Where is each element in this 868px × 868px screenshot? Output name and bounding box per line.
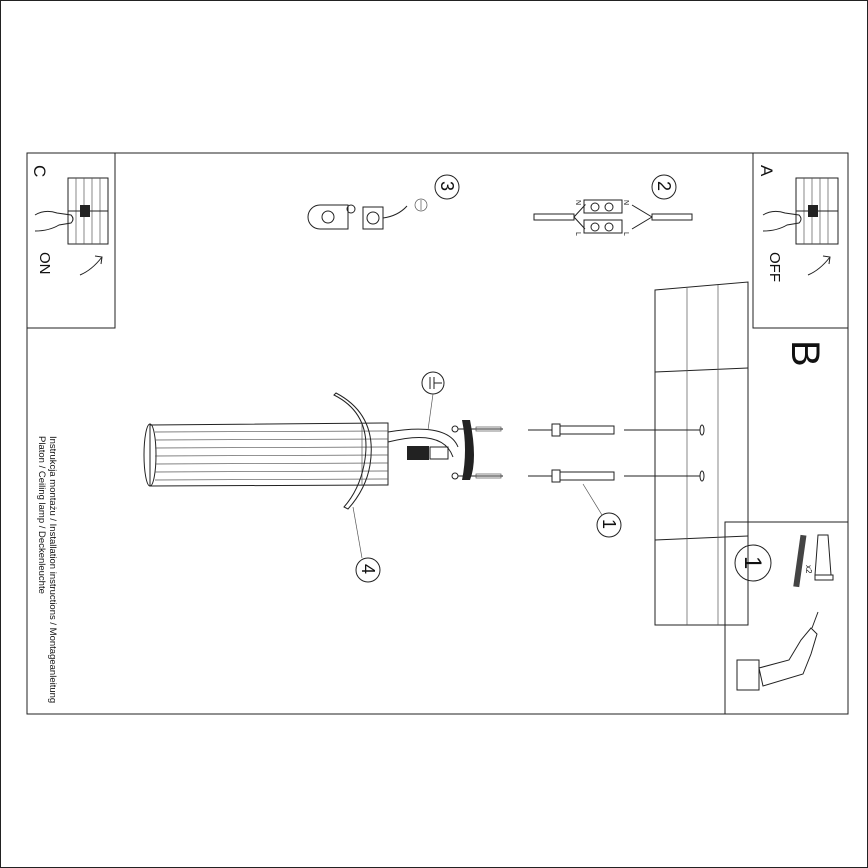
diagram-frame [26, 152, 849, 715]
wire-label-n: N [622, 200, 629, 205]
wires-and-connector [387, 428, 459, 460]
panel-step1: 1 x2 [724, 521, 849, 715]
breaker-switch-icon [795, 177, 839, 245]
drill-icon [736, 611, 819, 691]
wire-label-n: N [574, 200, 581, 205]
panel-b-letter: B [783, 340, 827, 367]
panel-a-letter: A [757, 165, 776, 177]
retaining-ring [333, 392, 372, 510]
screw-icon [793, 534, 807, 588]
panel-a-state: OFF [766, 252, 783, 282]
hand-icon [34, 210, 74, 232]
wall-plug-icon [814, 534, 834, 581]
caption-line-1: Instrukcja montażu / Installation instru… [47, 436, 58, 703]
callout-2: 2 [654, 181, 674, 191]
callout-3: 3 [437, 181, 457, 191]
hand-icon [762, 210, 802, 232]
lamp-tube [143, 422, 389, 487]
curved-arrow-icon [79, 255, 103, 276]
ceiling-canopy [462, 420, 474, 480]
panel-c-letter: C [30, 165, 49, 177]
ceiling-boards [654, 281, 749, 626]
callout-4: 4 [358, 564, 378, 574]
wire-label-l: L [574, 232, 581, 236]
panel-c: C ON [26, 152, 116, 329]
breaker-switch-icon [67, 177, 109, 245]
quantity-label: x2 [804, 565, 813, 574]
wall-plug-icon [528, 423, 700, 483]
curved-arrow-icon [807, 255, 831, 276]
wire-connector-icon: N N L L [533, 199, 693, 236]
caption-line-2: Platon / Ceiling lamp / Deckenleuchte [36, 436, 47, 594]
panel-c-state: ON [36, 252, 53, 275]
wire-label-l: L [622, 232, 629, 236]
callout-1: 1 [599, 519, 619, 529]
screw-icon [451, 425, 503, 480]
panel-step1-number: 1 [739, 556, 766, 569]
panel-a: A OFF [752, 152, 849, 329]
ground-terminal-icon [307, 198, 428, 230]
